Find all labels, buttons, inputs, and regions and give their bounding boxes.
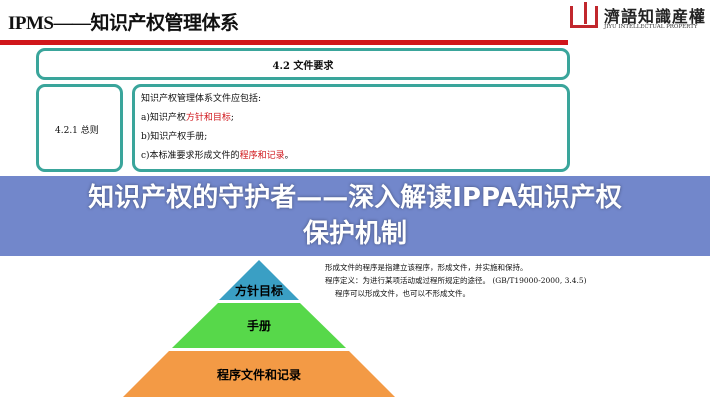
logo-name-cn: 濟語知識産權 — [604, 7, 707, 26]
banner-title-line1: 知识产权的守护者——深入解读IPPA知识产权 — [88, 183, 622, 213]
header-divider — [0, 40, 568, 45]
company-logo: 濟語知識産權 JIYU INTELLECTUAL PROPERTY — [568, 2, 710, 38]
tier-label: 程序文件和记录 — [217, 367, 301, 382]
banner-title: 知识产权的守护者——深入解读IPPA知识产权 保护机制 — [0, 180, 710, 252]
content-box: 知识产权管理体系文件应包括: a)知识产权方针和目标; b)知识产权手册; c)… — [132, 84, 570, 172]
pyramid-tier-procedures — [123, 351, 395, 397]
banner-title-line2: 保护机制 — [302, 219, 407, 249]
content-item-c: c)本标准要求形成文件的程序和记录。 — [141, 151, 294, 161]
pyramid-tier-policy — [219, 260, 299, 300]
subsection-label: 4.2.1 总则 — [55, 126, 99, 136]
pyramid-tier-manual — [172, 303, 346, 348]
tier-label: 手册 — [247, 318, 271, 333]
note-line: 形成文件的程序是指建立该程序，形成文件，并实施和保持。 — [325, 263, 528, 272]
title-banner — [0, 176, 710, 256]
section-heading-box: 4.2 文件要求 — [36, 48, 570, 80]
section-heading: 4.2 文件要求 — [272, 60, 334, 72]
subsection-label-box: 4.2.1 总则 — [36, 84, 123, 172]
note-line: 程序可以形成文件，也可以不形成文件。 — [335, 289, 470, 298]
content-intro: 知识产权管理体系文件应包括: — [141, 94, 262, 104]
content-item-a: a)知识产权方针和目标; — [141, 113, 234, 123]
content-item-b: b)知识产权手册; — [141, 132, 208, 142]
book-icon — [570, 2, 598, 28]
tier-label: 方针目标 — [235, 283, 283, 298]
page-title: IPMS——知识产权管理体系 — [8, 13, 239, 34]
note-line: 程序定义：为进行某项活动或过程所规定的途径。 (GB/T19000-2000, … — [325, 276, 587, 285]
logo-name-en: JIYU INTELLECTUAL PROPERTY — [604, 24, 698, 30]
